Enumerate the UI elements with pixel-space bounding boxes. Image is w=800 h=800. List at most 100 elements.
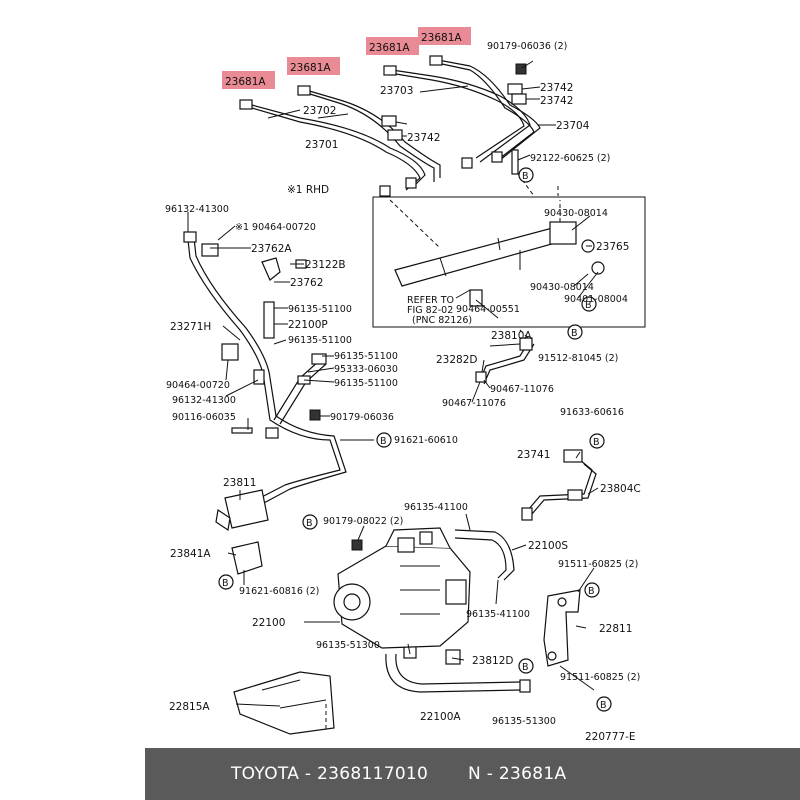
part-callout[interactable]: 23762 [290, 277, 323, 289]
part-callout[interactable]: 22100A [420, 711, 461, 723]
part-callout[interactable]: 22811 [599, 623, 632, 635]
badge-b: B [593, 437, 600, 448]
part-callout[interactable]: 90116-06035 [172, 412, 236, 423]
part-callout[interactable]: 96135-51300 [316, 640, 380, 651]
part-callout[interactable]: 23122B [305, 259, 346, 271]
pipe-nut [239, 99, 253, 110]
badge-b: B [522, 171, 529, 182]
part-callout[interactable]: 92122-60625 (2) [530, 153, 610, 164]
part-callout[interactable]: 23812D [472, 655, 514, 667]
highlight-boxes [222, 27, 471, 89]
part-callout[interactable]: 23762A [251, 243, 292, 255]
clamp-23742 [507, 83, 523, 95]
part-callout[interactable]: 23681A [369, 42, 410, 54]
supply-pump [333, 527, 471, 649]
part-callout[interactable]: 23681A [290, 62, 331, 74]
footer-bar: TOYOTA - 2368117010 N - 23681A [145, 748, 800, 800]
badge-b: B [522, 662, 529, 673]
nut-90179 [515, 63, 527, 75]
right-side-parts [385, 337, 597, 693]
part-callout[interactable]: 96135-51100 [288, 335, 352, 346]
part-callout[interactable]: 90464-00551 [456, 304, 520, 315]
part-callout[interactable]: 23704 [556, 120, 590, 132]
part-callout[interactable]: 23701 [305, 139, 338, 151]
part-callout[interactable]: 91511-60825 (2) [558, 559, 638, 570]
part-callout[interactable]: 91621-60610 [394, 435, 458, 446]
part-callout[interactable]: 90401-08004 [564, 294, 628, 305]
clamp-23742 [511, 93, 527, 105]
part-callout[interactable]: 91621-60816 (2) [239, 586, 319, 597]
parts-diagram: B B B B B B B B B B ※1 RHD REFER TO FIG … [165, 27, 646, 743]
part-callout[interactable]: 23804C [600, 483, 641, 495]
diagram-code: 220777-E [585, 731, 636, 743]
part-callout[interactable]: 90430-08014 [530, 282, 594, 293]
part-callout[interactable]: 90430-08014 [544, 208, 608, 219]
part-callout[interactable]: 90179-08022 (2) [323, 516, 403, 527]
part-callout[interactable]: 90467-11076 [490, 384, 554, 395]
part-callout[interactable]: 91512-81045 (2) [538, 353, 618, 364]
clamp-23742 [387, 129, 403, 141]
b-badges: B B B B B B B B B B [218, 167, 612, 712]
part-callout[interactable]: 96135-41100 [404, 502, 468, 513]
clamp-23742 [381, 115, 397, 127]
note-rhd: ※1 RHD [287, 184, 329, 196]
injection-pipes [239, 55, 541, 197]
badge-b: B [222, 578, 229, 589]
footer-reference: N - 23681A [468, 764, 567, 784]
part-callout[interactable]: 23681A [225, 76, 266, 88]
footer-part-number: TOYOTA - 2368117010 [231, 764, 429, 784]
part-callout[interactable]: 90179-06036 [330, 412, 394, 423]
part-callout[interactable]: 23282D [436, 354, 478, 366]
part-callout[interactable]: 23702 [303, 105, 336, 117]
pipe-nut [491, 151, 503, 163]
badge-b: B [571, 328, 578, 339]
part-callout[interactable]: 96135-41100 [466, 609, 530, 620]
part-callout[interactable]: 23742 [540, 82, 573, 94]
pipe-nut [379, 185, 391, 197]
part-callout[interactable]: 96135-51300 [492, 716, 556, 727]
part-callout[interactable]: ※1 90464-00720 [235, 222, 316, 233]
part-callout[interactable]: 96132-41300 [172, 395, 236, 406]
part-callout[interactable]: 22100P [288, 319, 328, 331]
part-callout[interactable]: 96135-51100 [334, 351, 398, 362]
part-callout[interactable]: 23765 [596, 241, 629, 253]
pipe-nut [383, 65, 397, 76]
insulator-22815a [233, 671, 335, 735]
part-callout[interactable]: 23811 [223, 477, 256, 489]
part-callout[interactable]: 23742 [407, 132, 440, 144]
refer-line1: REFER TO [407, 295, 454, 306]
part-callout[interactable]: 22815A [169, 701, 210, 713]
part-callout[interactable]: 90467-11076 [442, 398, 506, 409]
badge-b: B [600, 700, 607, 711]
badge-b: B [588, 586, 595, 597]
part-callout[interactable]: 96132-41300 [165, 204, 229, 215]
pipe-nut [297, 85, 311, 96]
common-rail-box [372, 196, 646, 328]
part-callout[interactable]: 90464-00720 [166, 380, 230, 391]
part-callout[interactable]: 96135-51100 [334, 378, 398, 389]
pressure-limiter [549, 221, 577, 245]
badge-b: B [585, 300, 592, 311]
refer-line2: FIG 82-02 [407, 305, 453, 316]
part-callout[interactable]: 23681A [421, 32, 462, 44]
part-callout[interactable]: 22100S [528, 540, 568, 552]
part-callout[interactable]: 95333-06030 [334, 364, 398, 375]
part-callout[interactable]: 23271H [170, 321, 211, 333]
part-callout[interactable]: 96135-51100 [288, 304, 352, 315]
leader-lines [187, 60, 599, 707]
part-callout[interactable]: 23742 [540, 95, 573, 107]
pipe-nut [461, 157, 473, 169]
part-callout[interactable]: 23703 [380, 85, 413, 97]
part-callout[interactable]: 90179-06036 (2) [487, 41, 567, 52]
part-callout[interactable]: 22100 [252, 617, 285, 629]
pipe-nut [429, 55, 443, 66]
part-callout[interactable]: 23810A [491, 330, 532, 342]
part-callout[interactable]: 23741 [517, 449, 550, 461]
badge-b: B [306, 518, 313, 529]
refer-line3: (PNC 82126) [412, 315, 472, 326]
part-callouts: 23681A 23681A 23681A 23681A 90179-06036 … [165, 32, 641, 727]
pipe-nut [405, 177, 417, 189]
part-callout[interactable]: 23841A [170, 548, 211, 560]
part-callout[interactable]: 91511-60825 (2) [560, 672, 640, 683]
part-callout[interactable]: 91633-60616 [560, 407, 624, 418]
